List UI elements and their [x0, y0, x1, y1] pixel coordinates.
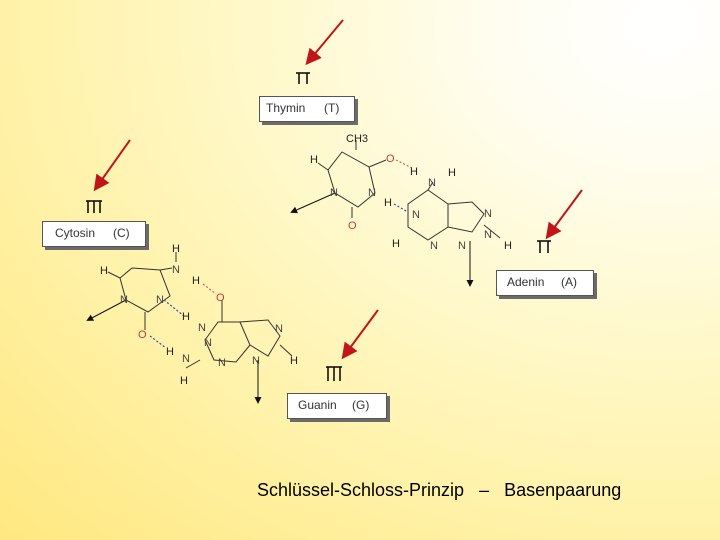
- atom-h-c2: H: [100, 265, 108, 277]
- label-guanin: Guanin (G): [287, 393, 387, 419]
- atom-n-a1: N: [428, 177, 436, 189]
- label-adenin: Adenin (A): [496, 270, 594, 296]
- red-arrow-cytosin: [93, 139, 131, 192]
- caption-right: Basenpaarung: [504, 480, 622, 500]
- atom-n-g1: N: [198, 322, 206, 334]
- atom-n-g5: N: [218, 357, 226, 369]
- hbonds-cytosine-guanine: [202, 283, 217, 295]
- guanine-molecule: [185, 300, 293, 404]
- atom-h-t2: H: [410, 166, 418, 178]
- caption-left: Schlüssel-Schloss-Prinzip: [257, 480, 465, 500]
- bond-symbol-guanin: [326, 366, 342, 381]
- atom-h-t1: H: [310, 154, 318, 166]
- atom-h-g2: H: [180, 375, 188, 387]
- red-arrow-thymin: [305, 19, 344, 66]
- atom-n-c3: N: [156, 294, 164, 306]
- slide-caption: Schlüssel-Schloss-Prinzip – Basenpaarung: [257, 480, 621, 501]
- hbond-blue-ta: [393, 203, 409, 213]
- atom-n-a4: N: [484, 229, 492, 241]
- hbonds-thymine-adenine: [395, 159, 413, 169]
- atom-n-c1: N: [172, 264, 180, 276]
- label-guanin-name: Guanin: [298, 398, 337, 412]
- caption-dash: –: [479, 480, 490, 500]
- atom-h-g1: H: [290, 355, 298, 367]
- bond-symbol-cytosin: [86, 200, 102, 213]
- atom-h-c5: H: [166, 346, 174, 358]
- atom-n-t2: N: [368, 187, 376, 199]
- atom-h-a1: H: [448, 167, 456, 179]
- label-cytosin: Cytosin (C): [42, 221, 146, 247]
- atom-n-g6: N: [252, 355, 260, 367]
- atom-h-c3: H: [192, 275, 200, 287]
- label-thymin: Thymin (T): [259, 96, 355, 122]
- label-adenin-name: Adenin: [507, 275, 545, 289]
- atom-h-t3: H: [384, 197, 392, 209]
- label-guanin-code: (G): [352, 398, 370, 412]
- atom-h-c1: H: [172, 243, 180, 255]
- atom-n-a5: N: [430, 240, 438, 252]
- atom-o-t2: O: [348, 220, 357, 232]
- adenine-molecule: [407, 181, 501, 287]
- red-arrow-adenin: [545, 189, 583, 240]
- atom-n-g3: N: [275, 323, 283, 335]
- label-adenin-code: (A): [561, 275, 577, 289]
- bond-symbol-thymin: [296, 72, 310, 84]
- atom-n-a3: N: [484, 208, 492, 220]
- atom-ch3: CH3: [346, 133, 368, 145]
- atom-h-a2: H: [392, 238, 400, 250]
- label-thymin-code: (T): [324, 101, 340, 115]
- atom-n-a2: N: [412, 209, 420, 221]
- bond-symbol-adenin: [537, 240, 551, 253]
- atom-h-c4: H: [182, 311, 190, 323]
- label-cytosin-name: Cytosin: [55, 226, 96, 240]
- label-thymin-name: Thymin: [266, 101, 306, 115]
- atom-n-a6: N: [458, 240, 466, 252]
- atom-n-g2: N: [204, 337, 212, 349]
- cytosine-molecule: [86, 252, 177, 330]
- atom-o-c2: O: [138, 329, 147, 341]
- atom-h-a3: H: [504, 240, 512, 252]
- thymine-molecule: [290, 140, 387, 218]
- atom-n-g4: N: [182, 353, 190, 365]
- atom-n-c2: N: [120, 294, 128, 306]
- red-arrow-guanin: [341, 309, 379, 360]
- atom-o-c1: O: [216, 292, 225, 304]
- atom-o-t1: O: [386, 153, 395, 165]
- label-cytosin-code: (C): [113, 226, 130, 240]
- hbond-blue-cg: [149, 299, 185, 349]
- atom-n-t1: N: [330, 187, 338, 199]
